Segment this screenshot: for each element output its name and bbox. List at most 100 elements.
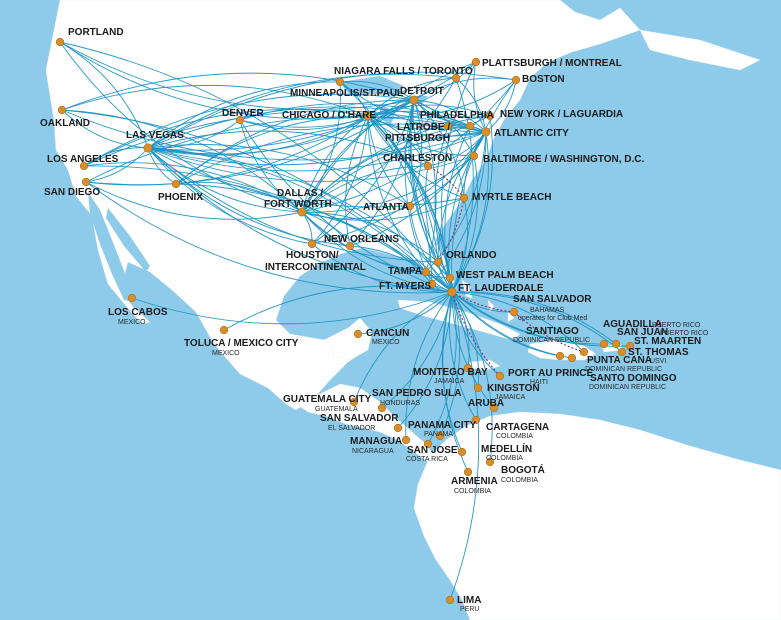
city-marker-sandiego[interactable] xyxy=(81,177,91,187)
city-marker-detroit[interactable] xyxy=(409,95,419,105)
city-marker-armenia[interactable] xyxy=(463,467,473,477)
route-dallas-myrtle xyxy=(301,197,465,221)
city-marker-ftlauderdale[interactable] xyxy=(447,287,457,297)
city-sub-panama: PANAMA xyxy=(424,431,453,438)
seasonal-route-myrtle-charleston xyxy=(427,165,465,199)
city-marker-atlanta[interactable] xyxy=(405,201,415,211)
city-marker-tampa[interactable] xyxy=(421,267,431,277)
route-chicago-oakland xyxy=(61,85,369,117)
city-marker-cancun[interactable] xyxy=(353,329,363,339)
city-marker-stmaarten[interactable] xyxy=(625,341,635,351)
city-marker-sansalvadorbh[interactable] xyxy=(509,307,519,317)
city-marker-portauprince[interactable] xyxy=(495,371,505,381)
route-ftlauderdale-plattsburgh xyxy=(441,61,477,293)
city-marker-portland[interactable] xyxy=(55,37,65,47)
city-marker-boston[interactable] xyxy=(511,75,521,85)
city-marker-bogota[interactable] xyxy=(485,457,495,467)
city-marker-puntacana[interactable] xyxy=(579,347,589,357)
city-marker-chicago[interactable] xyxy=(363,111,373,121)
city-marker-kingston[interactable] xyxy=(473,383,483,393)
city-marker-guatemala[interactable] xyxy=(349,397,359,407)
city-label-portland: PORTLAND xyxy=(68,27,124,38)
city-marker-lasvegas[interactable] xyxy=(143,143,153,153)
city-marker-santiago[interactable] xyxy=(555,351,565,361)
routes-layer xyxy=(59,41,631,601)
route-detroit-myrtle xyxy=(413,99,465,199)
city-marker-philadelphia[interactable] xyxy=(465,121,475,131)
city-label-toluca: TOLUCA / MEXICO CITY xyxy=(184,338,299,349)
city-marker-lima[interactable] xyxy=(445,595,455,605)
route-atlanticcity-oakland xyxy=(61,109,487,161)
city-sub-sansalvador: EL SALVADOR xyxy=(328,425,375,432)
city-sub-lima: PERU xyxy=(460,606,479,613)
city-marker-myrtle[interactable] xyxy=(459,193,469,203)
route-atlanticcity-neworleans xyxy=(349,131,487,247)
route-detroit-tampa xyxy=(413,99,437,273)
city-marker-managua[interactable] xyxy=(401,435,411,445)
city-marker-newyork[interactable] xyxy=(485,111,495,121)
route-detroit-phoenix xyxy=(175,99,415,185)
city-label-houston-1: HOUSTON/ xyxy=(286,250,339,261)
city-marker-baltimore[interactable] xyxy=(469,151,479,161)
city-marker-atlanticcity[interactable] xyxy=(481,127,491,137)
city-label-minneapolis: MINNEAPOLIS/ST.PAUL xyxy=(290,88,403,99)
route-ftlauderdale-puntacana xyxy=(451,291,585,353)
city-marker-houston[interactable] xyxy=(307,239,317,249)
city-marker-orlando[interactable] xyxy=(433,257,443,267)
city-marker-losangeles[interactable] xyxy=(79,161,89,171)
city-marker-plattsburgh[interactable] xyxy=(471,57,481,67)
route-ftlauderdale-atlanticcity xyxy=(451,131,489,293)
city-marker-panama[interactable] xyxy=(435,431,445,441)
city-sub-kingston: JAMAICA xyxy=(495,394,526,401)
route-dallas-losangeles xyxy=(83,162,303,213)
city-marker-charleston[interactable] xyxy=(423,161,433,171)
city-marker-dallas[interactable] xyxy=(297,207,307,217)
city-marker-aguadilla[interactable] xyxy=(599,339,609,349)
city-marker-westpalm[interactable] xyxy=(445,273,455,283)
city-label-sansalvadorbh: SAN SALVADOR xyxy=(513,294,592,305)
route-ftlauderdale-panama xyxy=(439,291,461,437)
city-marker-santodomingo[interactable] xyxy=(567,353,577,363)
city-label-puntacana: PUNTA CANA xyxy=(587,355,652,366)
city-marker-neworleans[interactable] xyxy=(345,241,355,251)
city-markers-layer xyxy=(55,37,635,605)
city-marker-minneapolis[interactable] xyxy=(335,77,345,87)
route-lasvegas-newyork xyxy=(147,115,491,166)
city-labels: PORTLAND PLATTSBURGH / MONTREAL NIAGARA … xyxy=(40,27,709,613)
route-ftlauderdale-bogota xyxy=(451,291,493,463)
city-marker-toluca[interactable] xyxy=(219,325,229,335)
route-ftlauderdale-sanjose xyxy=(427,291,457,445)
route-lasvegas-tampa xyxy=(147,147,427,273)
city-marker-latrobe[interactable] xyxy=(443,121,453,131)
city-label-plattsburgh: PLATTSBURGH / MONTREAL xyxy=(482,58,622,69)
city-marker-montego[interactable] xyxy=(463,363,473,373)
city-label-orlando: ORLANDO xyxy=(446,250,497,261)
city-marker-ftmyers[interactable] xyxy=(427,279,437,289)
city-marker-oakland[interactable] xyxy=(57,105,67,115)
city-label-santiago: SANTIAGO xyxy=(526,326,579,337)
city-marker-sanjose[interactable] xyxy=(423,439,433,449)
city-marker-phoenix[interactable] xyxy=(171,179,181,189)
route-dallas-charleston xyxy=(301,165,429,213)
city-marker-aruba[interactable] xyxy=(489,403,499,413)
city-marker-stthomas[interactable] xyxy=(617,347,627,357)
city-marker-loscabos[interactable] xyxy=(127,293,137,303)
route-lasvegas-niagara xyxy=(147,73,457,149)
south-america-land xyxy=(413,411,781,620)
land xyxy=(45,0,781,620)
city-marker-medellin[interactable] xyxy=(457,447,467,457)
route-ftlauderdale-guatemala xyxy=(353,291,453,403)
route-chicago-baltimore xyxy=(367,115,475,157)
route-dallas-baltimore xyxy=(301,155,475,213)
city-marker-sanpedro[interactable] xyxy=(377,403,387,413)
route-lasvegas-myrtle xyxy=(147,147,465,208)
city-marker-sanjuan[interactable] xyxy=(611,339,621,349)
route-lasvegas-plattsburgh xyxy=(147,61,477,151)
city-marker-sansalvador[interactable] xyxy=(393,423,403,433)
city-marker-niagara[interactable] xyxy=(451,73,461,83)
city-marker-denver[interactable] xyxy=(235,115,245,125)
city-sub-cartagena: COLOMBIA xyxy=(496,433,533,440)
route-ftlauderdale-sandiego xyxy=(85,181,453,294)
city-label-sanjuan: SAN JUAN xyxy=(617,327,668,338)
city-marker-cartagena[interactable] xyxy=(471,415,481,425)
